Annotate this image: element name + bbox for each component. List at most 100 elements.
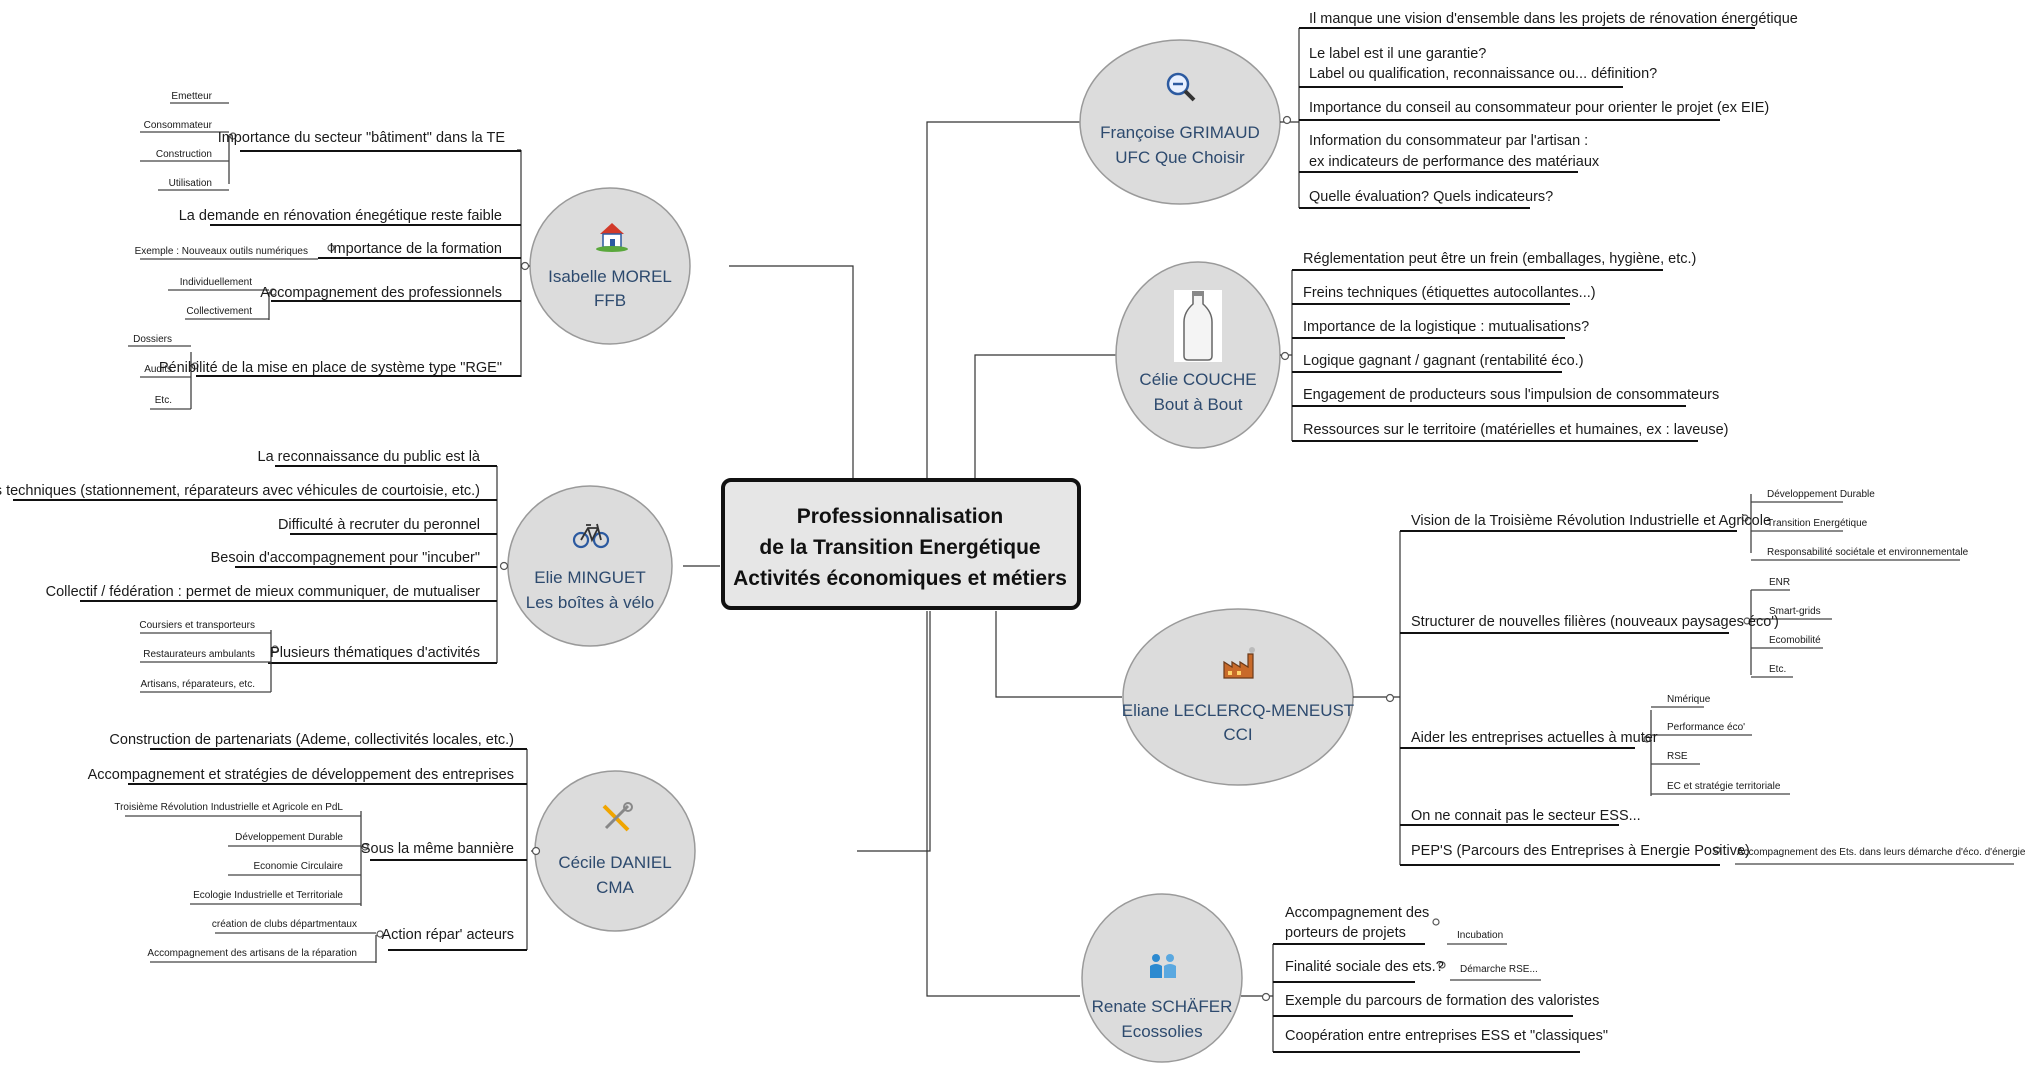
node-name: Cécile DANIEL [558,853,671,872]
branch-label[interactable]: La demande en rénovation énegétique rest… [179,208,502,224]
node-org: UFC Que Choisir [1115,148,1245,167]
branch-label[interactable]: Finalité sociale des ets.? [1285,959,1444,975]
leaf-label[interactable]: Economie Circulaire [254,861,344,872]
branch-label[interactable]: Engagement de producteurs sous l'impulsi… [1303,387,1719,403]
leaf-label[interactable]: Développement Durable [1767,489,1875,500]
branch-label[interactable]: Information du consommateur par l'artisa… [1309,133,1588,149]
leaf-label[interactable]: Utilisation [169,178,212,189]
leaf-label[interactable]: Etc. [1769,664,1786,675]
leaf-label[interactable]: EC et stratégie territoriale [1667,781,1781,792]
leaf-label[interactable]: Consommateur [144,120,213,131]
node-org: Les boîtes à vélo [526,593,655,612]
leaf-label[interactable]: Collectivement [186,306,252,317]
leaf-label[interactable]: Individuellement [180,277,252,288]
celie-connectors [1280,269,1698,442]
node-cecile-daniel[interactable]: Cécile DANIEL CMA [534,770,696,932]
branch-label[interactable]: Collectif / fédération : permet de mieux… [46,584,481,600]
leaf-label[interactable]: Démarche RSE... [1460,964,1538,975]
leaf-label[interactable]: Développement Durable [235,832,343,843]
branch-label[interactable]: Sous la même bannière [361,841,514,857]
people-icon [1150,954,1176,978]
branch-label[interactable]: Importance du secteur "bâtiment" dans la… [218,130,506,146]
leaf-label[interactable]: Artisans, réparateurs, etc. [141,679,256,690]
branch-label[interactable]: Accompagnement des professionnels [260,285,502,301]
node-name: Elie MINGUET [534,568,645,587]
node-francoise-grimaud[interactable]: Françoise GRIMAUD UFC Que Choisir [1079,39,1281,205]
leaf-label[interactable]: Ecologie Industrielle et Territoriale [193,890,343,901]
leaf-label[interactable]: RSE [1667,751,1688,762]
leaf-label[interactable]: Ecomobilité [1769,635,1821,646]
node-org: FFB [594,291,626,310]
factory-icon [1223,647,1255,679]
branch-label[interactable]: Freins techniques (étiquettes autocollan… [1303,285,1596,301]
leaf-label[interactable]: Nmérique [1667,694,1711,705]
node-elie-minguet[interactable]: Elie MINGUET Les boîtes à vélo [507,485,673,647]
branch-label[interactable]: Aider les entreprises actuelles à muter [1411,730,1658,746]
node-isabelle-morel[interactable]: Isabelle MOREL FFB [529,187,691,345]
branch-label[interactable]: Il manque une vision d'ensemble dans les… [1309,11,1798,27]
leaf-label[interactable]: Exemple : Nouveaux outils numériques [135,246,308,257]
bottle-icon [1174,290,1222,362]
branch-label[interactable]: Accompagnement et stratégies de développ… [88,767,514,783]
branch-label-line-2[interactable]: porteurs de projets [1285,925,1406,941]
leaf-label[interactable]: Restaurateurs ambulants [143,649,255,660]
node-org: Ecossolies [1121,1022,1202,1041]
branch-label[interactable]: Exemple du parcours de formation des val… [1285,993,1599,1009]
branch-label[interactable]: Plusieurs thématiques d'activités [270,645,480,661]
leaf-label[interactable]: Coursiers et transporteurs [139,620,255,631]
leaf-label[interactable]: Etc. [155,395,172,406]
node-org: CCI [1223,725,1252,744]
branch-label[interactable]: Importance de la formation [330,241,502,257]
branch-label-line-2[interactable]: ex indicateurs de performance des matéri… [1309,154,1600,170]
branch-label[interactable]: Accompagnement des [1285,905,1429,921]
branch-label[interactable]: Réglementation peut être un frein (embal… [1303,251,1696,267]
leaf-label[interactable]: Audits [144,364,172,375]
branch-label[interactable]: Le label est il une garantie? [1309,46,1486,62]
leaf-label[interactable]: Troisième Révolution Industrielle et Agr… [114,802,343,813]
leaf-label[interactable]: Dossiers [133,334,172,345]
cecile-connectors [125,748,541,963]
branch-label[interactable]: Coopération entre entreprises ESS et "cl… [1285,1028,1608,1044]
central-title-line-3: Activités économiques et métiers [733,567,1067,590]
branch-label[interactable]: Ressources sur le territoire (matérielle… [1303,422,1729,438]
branch-label[interactable]: Besoin d'accompagnement pour "incuber" [211,550,480,566]
branch-label[interactable]: Difficulté à recruter du peronnel [278,517,480,533]
leaf-label[interactable]: Transition Energétique [1767,518,1868,529]
leaf-label[interactable]: création de clubs départmentaux [212,919,357,930]
node-eliane-leclercq-meneust[interactable]: Eliane LECLERCQ-MENEUST CCI [1122,608,1354,786]
leaf-label[interactable]: Smart-grids [1769,606,1821,617]
leaf-label[interactable]: Incubation [1457,930,1503,941]
bicycle-icon [572,523,610,549]
branch-label[interactable]: Quelle évaluation? Quels indicateurs? [1309,189,1553,205]
branch-label[interactable]: Freins techniques (stationnement, répara… [0,483,480,499]
branch-label[interactable]: Pénibilité de la mise en place de systèm… [159,360,502,376]
francoise-branches: Il manque une vision d'ensemble dans les… [1309,11,1798,205]
leaf-label[interactable]: Responsabilité sociétale et environnemen… [1767,547,1969,558]
branch-label-line-2[interactable]: Label ou qualification, reconnaissance o… [1309,66,1657,82]
branch-label[interactable]: Structurer de nouvelles filières (nouvea… [1411,614,1779,630]
leaf-label[interactable]: Construction [156,149,212,160]
central-connectors [683,121,1122,997]
leaf-label[interactable]: Accompagnement des Ets. dans leurs démar… [1737,847,2026,858]
branch-label[interactable]: PEP'S (Parcours des Entreprises à Energi… [1411,843,1750,859]
celie-branches: Réglementation peut être un frein (embal… [1303,251,1729,438]
branch-label[interactable]: Vision de la Troisième Révolution Indust… [1411,513,1771,529]
node-name: Eliane LECLERCQ-MENEUST [1122,701,1354,720]
branch-label[interactable]: La reconnaissance du public est là [258,449,481,465]
branch-label[interactable]: Importance du conseil au consommateur po… [1309,100,1769,116]
branch-label[interactable]: Action répar' acteurs [381,927,514,943]
node-name: Renate SCHÄFER [1092,997,1233,1016]
leaf-label[interactable]: Performance éco' [1667,722,1745,733]
branch-label[interactable]: Logique gagnant / gagnant (rentabilité é… [1303,353,1584,369]
leaf-label[interactable]: ENR [1769,577,1790,588]
node-renate-schafer[interactable]: Renate SCHÄFER Ecossolies [1081,893,1243,1063]
branch-label[interactable]: On ne connait pas le secteur ESS... [1411,808,1641,824]
leaf-label[interactable]: Emetteur [171,91,212,102]
central-topic[interactable]: Professionnalisation de la Transition En… [721,478,1081,610]
node-celie-couche[interactable]: Célie COUCHE Bout à Bout [1115,261,1281,449]
branch-label[interactable]: Importance de la logistique : mutualisat… [1303,319,1589,335]
node-name: Célie COUCHE [1139,370,1256,389]
leaf-label[interactable]: Accompagnement des artisans de la répara… [147,948,357,959]
branch-label[interactable]: Construction de partenariats (Ademe, col… [109,732,514,748]
